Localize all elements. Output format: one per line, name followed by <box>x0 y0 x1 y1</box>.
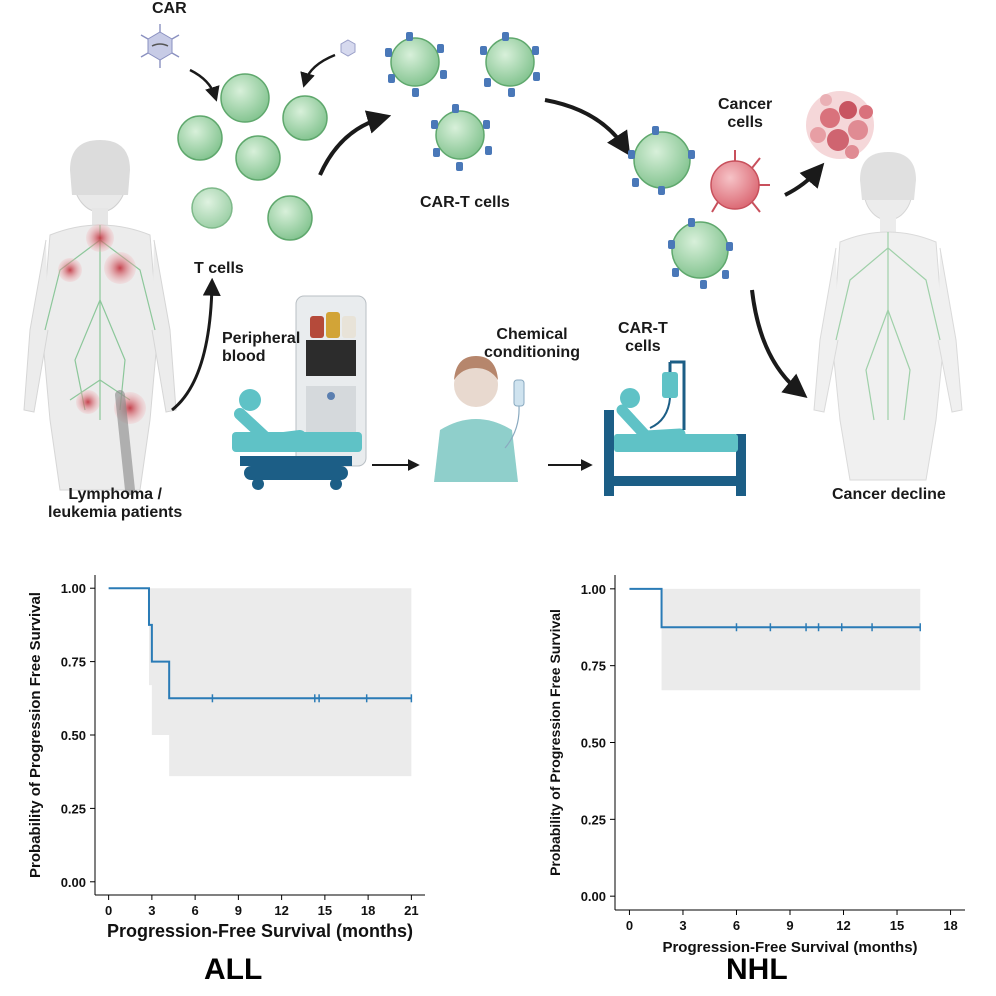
car-label: CAR <box>152 0 187 17</box>
y-tick-label: 0.00 <box>61 875 86 890</box>
patients-label: Lymphoma / leukemia patients <box>48 486 183 522</box>
panel-title-nhl: NHL <box>726 953 788 986</box>
conditioning-patient <box>434 356 525 482</box>
car-t-cancer-binding <box>628 126 770 289</box>
confidence-band <box>629 588 921 691</box>
iv-line-left <box>115 390 135 495</box>
x-tick-label: 6 <box>733 918 740 933</box>
arrow-car-to-tcells <box>189 68 220 102</box>
arrow-to-dead-cancer <box>784 162 825 197</box>
t-cells-label: T cells <box>194 260 244 277</box>
y-tick-label: 1.00 <box>581 582 606 597</box>
x-tick-label: 21 <box>404 903 418 918</box>
x-tick-label: 12 <box>836 918 850 933</box>
confidence-band <box>108 588 412 777</box>
car-t-infusion-label: CAR-T cells <box>618 320 668 356</box>
survival-curve <box>108 587 412 700</box>
x-tick-label: 15 <box>890 918 904 933</box>
y-tick-label: 0.25 <box>581 812 606 827</box>
arrow-vector-to-tcells <box>300 53 336 88</box>
x-tick-label: 3 <box>148 903 155 918</box>
car-vector-icon <box>140 24 180 68</box>
arrow-to-cancer-decline <box>750 289 808 399</box>
x-tick-label: 18 <box>943 918 957 933</box>
x-tick-label: 9 <box>786 918 793 933</box>
chemical-conditioning-label: Chemical conditioning <box>484 326 580 362</box>
y-tick-label: 0.25 <box>61 801 86 816</box>
km-svg: 0.00 0.25 0.50 0.75 1.00 0 3 6 9 12 15 18 21Progress… <box>27 575 425 941</box>
infusion-bed <box>604 360 746 496</box>
peripheral-blood-label: Peripheral blood <box>222 330 301 366</box>
cancer-cells-label: Cancer cells <box>718 96 773 132</box>
x-axis-label: Progression-Free Survival (months) <box>107 921 413 941</box>
x-tick-label: 0 <box>626 918 633 933</box>
y-axis-label: Probability of Progression Free Survival <box>547 609 563 876</box>
t-cell-cluster <box>177 73 328 241</box>
x-tick-label: 12 <box>274 903 288 918</box>
donor-bed <box>232 389 362 490</box>
x-tick-label: 15 <box>318 903 332 918</box>
y-tick-label: 0.50 <box>61 728 86 743</box>
y-tick-label: 0.75 <box>61 655 86 670</box>
x-tick-label: 6 <box>192 903 199 918</box>
car-t-cell-cluster <box>385 32 540 171</box>
arrow-patient-to-tcells <box>171 277 221 412</box>
small-vector-icon <box>340 39 356 57</box>
x-tick-label: 18 <box>361 903 375 918</box>
car-t-diagram <box>23 24 963 496</box>
y-tick-label: 1.00 <box>61 581 86 596</box>
apheresis-machine <box>295 295 367 467</box>
x-axis-label: Progression-Free Survival (months) <box>662 939 917 956</box>
patient-figure-left <box>23 140 177 491</box>
x-tick-label: 9 <box>235 903 242 918</box>
x-tick-label: 0 <box>105 903 112 918</box>
y-axis-label: Probability of Progression Free Survival <box>27 592 44 878</box>
km-svg: 0.00 0.25 0.50 0.75 1.00 0 3 6 9 12 15 18Progressio… <box>547 575 965 956</box>
car-t-cells-label: CAR-T cells <box>420 194 510 211</box>
y-tick-label: 0.50 <box>581 736 606 751</box>
y-tick-label: 0.75 <box>581 659 606 674</box>
arrow-tcells-to-cart <box>318 110 392 176</box>
arrow-cart-to-binding <box>544 98 631 157</box>
panel-title-all: ALL <box>204 953 263 986</box>
x-tick-label: 3 <box>679 918 686 933</box>
patient-figure-right <box>813 152 963 481</box>
y-tick-label: 0.00 <box>581 889 606 904</box>
cancer-decline-label: Cancer decline <box>832 486 946 503</box>
lysed-cancer-cells <box>806 91 874 159</box>
survival-curve <box>629 587 921 629</box>
